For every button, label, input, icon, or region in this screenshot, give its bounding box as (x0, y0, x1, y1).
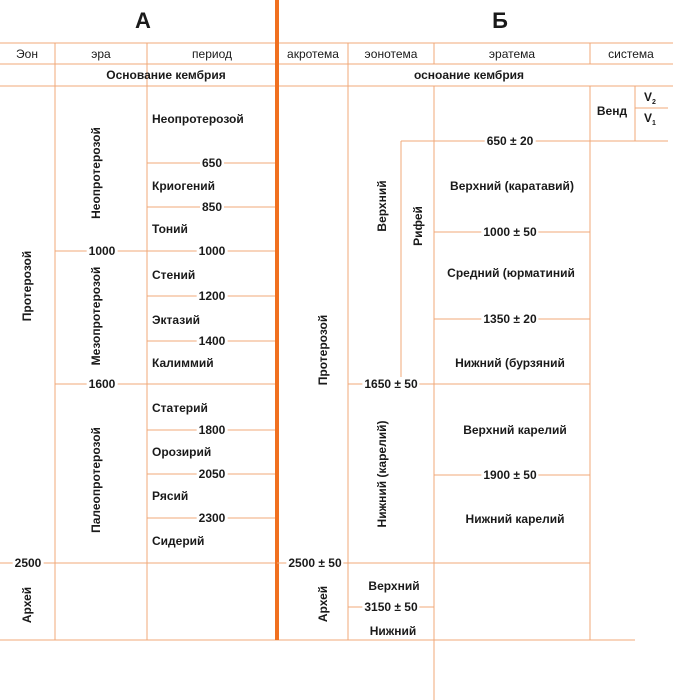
boundary-1650-label: 1650 ± 50 (362, 377, 420, 391)
eonotema-lower-karelian-label: Нижний (карелий) (375, 420, 389, 528)
period-label: Орозирий (152, 445, 212, 459)
col-eratema-header: эратема (488, 47, 536, 61)
eonotema-upper-label: Верхний (375, 180, 389, 232)
base-cambrian-a: Основание кембрия (106, 68, 226, 82)
era-boundary-1600: 1600 (86, 377, 118, 391)
vend-v1-label: V1 (644, 110, 656, 128)
era-mesoproterozoic-label: Мезопротерозой (89, 266, 103, 366)
era-neoproterozoic-label: Неопротерозой (89, 127, 103, 219)
riphean-label: Рифей (411, 206, 425, 246)
boundary-3150-label: 3150 ± 50 (362, 600, 420, 614)
period-boundary: 1000 (196, 244, 228, 258)
archean-lower-label: Нижний (369, 624, 417, 638)
boundary-650-label: 650 ± 20 (484, 134, 536, 148)
col-period-header: период (192, 47, 232, 61)
col-eon-header: Эон (16, 47, 38, 61)
erathem-label: Нижний карелий (465, 512, 565, 526)
period-boundary: 2300 (196, 511, 228, 525)
col-akrotema-header: акротема (287, 47, 339, 61)
period-label: Криогений (152, 179, 216, 193)
col-sistema-header: система (608, 47, 654, 61)
section-b-title: Б (492, 8, 508, 33)
period-label: Рясий (152, 489, 189, 503)
period-boundary: 1400 (196, 334, 228, 348)
vend-label: Венд (596, 104, 628, 118)
period-label: Статерий (152, 401, 208, 415)
period-label: Эктазий (152, 313, 200, 327)
period-label: Калиммий (152, 356, 214, 370)
period-label: Тоний (152, 222, 188, 236)
akrotema-proterozoic-label: Протерозой (316, 314, 330, 386)
boundary-2500-50-label: 2500 ± 50 (286, 556, 344, 570)
period-boundary: 2050 (196, 467, 228, 481)
erathem-label: Верхний карелий (463, 423, 567, 437)
akrotema-archean-label: Архей (316, 585, 330, 623)
section-a-title: А (135, 8, 151, 33)
boundary-1000-50-label: 1000 ± 50 (481, 225, 539, 239)
period-label: Стений (152, 268, 196, 282)
period-boundary: 1800 (196, 423, 228, 437)
col-eonotema-header: эонотема (364, 47, 418, 61)
eon-proterozoic-label: Протерозой (20, 250, 34, 322)
period-label: Сидерий (152, 534, 205, 548)
era-paleoproterozoic-label: Палеопротерозой (89, 427, 103, 533)
period-boundary: 650 (199, 156, 225, 170)
erathem-label: Верхний (каратавий) (450, 179, 574, 193)
period-boundary: 1200 (196, 289, 228, 303)
period-label: Неопротерозой (152, 112, 244, 126)
period-boundary: 850 (199, 200, 225, 214)
erathem-label: Средний (юрматиний (447, 266, 575, 280)
col-era-header: эра (91, 47, 111, 61)
base-cambrian-b: осноание кембрия (413, 68, 525, 82)
archean-upper-label: Верхний (368, 579, 420, 593)
boundary-1900-50-label: 1900 ± 50 (481, 468, 539, 482)
boundary-1350-20-label: 1350 ± 20 (481, 312, 539, 326)
vend-v2-label: V2 (644, 89, 656, 107)
era-boundary-1000: 1000 (86, 244, 118, 258)
eon-archean-label: Архей (20, 586, 34, 624)
erathem-label: Нижний (бурзяний (455, 356, 565, 370)
boundary-2500-label: 2500 (12, 556, 44, 570)
